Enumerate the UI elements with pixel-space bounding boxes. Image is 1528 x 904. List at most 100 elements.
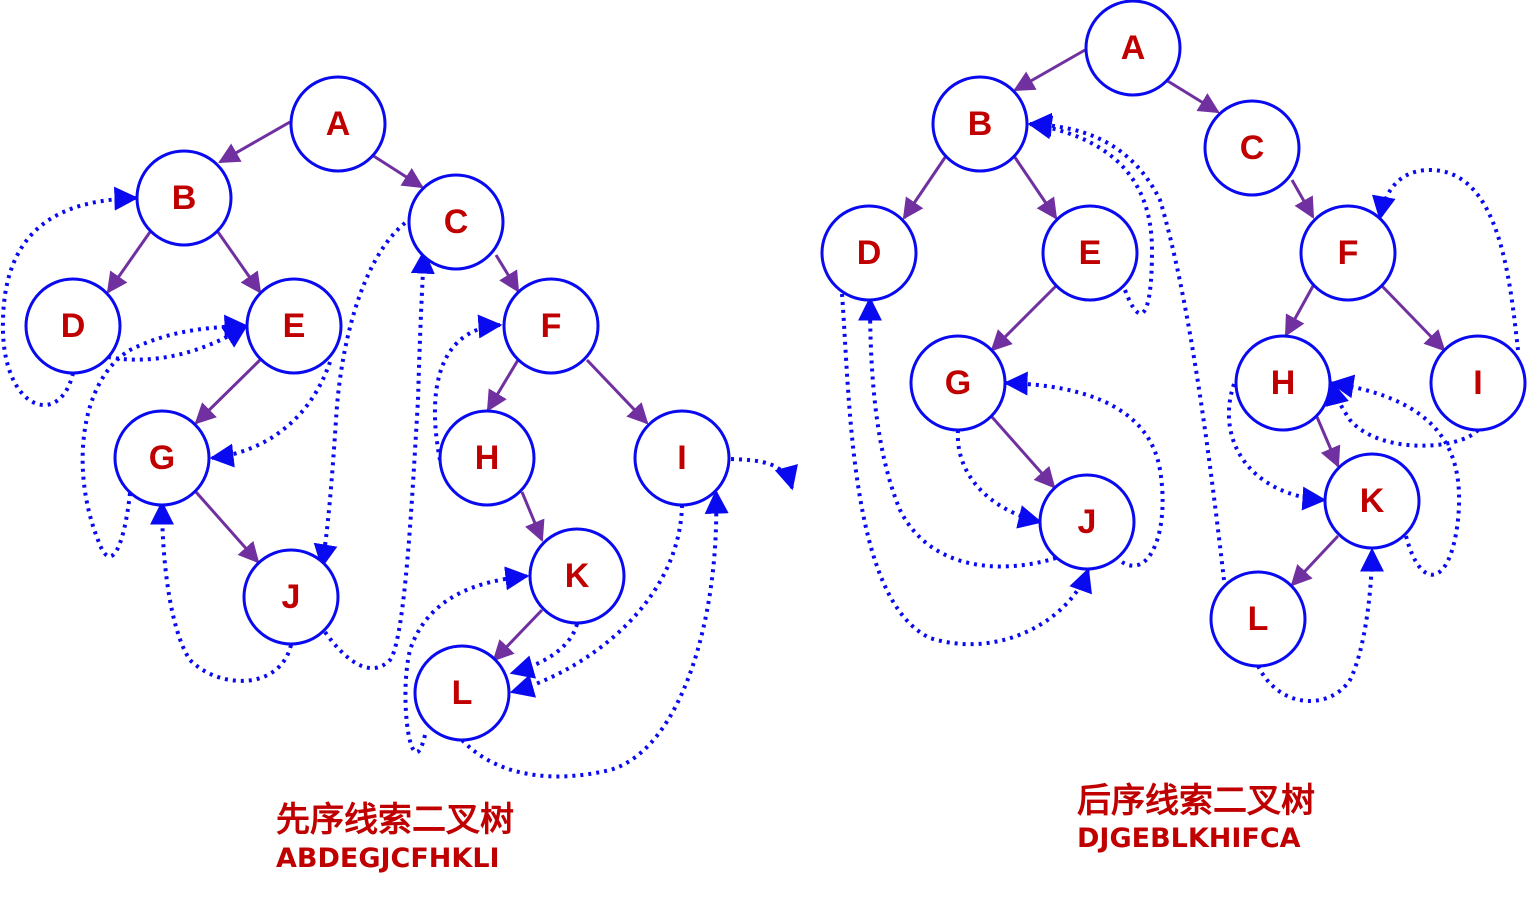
node-label: J bbox=[282, 578, 301, 616]
edge-a-b bbox=[218, 120, 291, 164]
edge-c-f bbox=[1290, 179, 1315, 219]
edge-k-l bbox=[1290, 534, 1340, 587]
left-node-f: F bbox=[502, 277, 600, 375]
left-tree-threads bbox=[0, 186, 798, 779]
right-node-j: J bbox=[1038, 473, 1136, 571]
thread-d-to-b bbox=[0, 186, 139, 407]
thread-g-to-e bbox=[80, 314, 249, 559]
left-node-h: H bbox=[438, 409, 536, 507]
right-node-b: B bbox=[931, 75, 1029, 173]
thread-c-to-j bbox=[313, 221, 407, 569]
node-label: J bbox=[1078, 503, 1097, 541]
left-caption-sequence: ABDEGJCFHKLI bbox=[276, 843, 500, 874]
edge-b-e bbox=[1012, 155, 1058, 220]
right-node-h: H bbox=[1234, 334, 1332, 432]
right-caption-sequence: DJGEBLKHIFCA bbox=[1077, 823, 1301, 854]
thread-h-to-k bbox=[1226, 383, 1327, 511]
right-node-c: C bbox=[1203, 99, 1301, 197]
node-label: C bbox=[444, 203, 469, 241]
node-label: D bbox=[61, 307, 86, 345]
node-label: K bbox=[1360, 482, 1385, 520]
left-tree-nodes: A B C D E F G H I J K L bbox=[24, 75, 731, 742]
right-node-a: A bbox=[1084, 0, 1182, 97]
thread-i-to-l bbox=[509, 504, 684, 698]
edge-c-f bbox=[494, 254, 520, 293]
node-label: E bbox=[1079, 234, 1102, 272]
node-label: G bbox=[149, 439, 175, 477]
edge-e-g bbox=[194, 358, 262, 425]
thread-j-to-d bbox=[858, 296, 1057, 569]
thread-g-to-j bbox=[955, 429, 1043, 529]
left-tree-edges bbox=[106, 120, 649, 662]
left-node-g: G bbox=[113, 409, 211, 507]
edge-h-k bbox=[1315, 416, 1341, 468]
edge-g-j bbox=[194, 491, 260, 564]
node-label: L bbox=[452, 674, 473, 712]
node-label: H bbox=[475, 439, 500, 477]
right-node-k: K bbox=[1323, 452, 1421, 550]
left-node-k: K bbox=[528, 527, 626, 625]
edge-a-b bbox=[1013, 48, 1086, 92]
edge-h-k bbox=[520, 491, 545, 542]
left-node-l: L bbox=[413, 644, 511, 742]
thread-e-to-b bbox=[1027, 115, 1155, 316]
left-node-c: C bbox=[407, 173, 505, 271]
right-node-l: L bbox=[1209, 570, 1307, 668]
node-label: L bbox=[1248, 600, 1269, 638]
edge-f-i bbox=[1380, 284, 1446, 352]
node-label: A bbox=[326, 105, 351, 143]
node-label: C bbox=[1240, 129, 1265, 167]
node-label: I bbox=[1473, 364, 1482, 402]
thread-e-to-g bbox=[209, 361, 332, 468]
left-node-b: B bbox=[135, 149, 233, 247]
thread-l-to-k bbox=[1256, 547, 1384, 703]
left-node-d: D bbox=[24, 277, 122, 375]
node-label: I bbox=[677, 439, 686, 477]
edge-b-d bbox=[902, 155, 948, 220]
thread-d-to-e bbox=[107, 324, 249, 362]
right-caption-title: 后序线索二叉树 bbox=[1077, 781, 1315, 821]
right-tree: A B C D E F G H I J K L bbox=[820, 0, 1527, 703]
thread-d-to-j bbox=[840, 293, 1092, 647]
edge-f-i bbox=[585, 358, 649, 425]
right-tree-nodes: A B C D E F G H I J K L bbox=[820, 0, 1527, 668]
node-label: G bbox=[945, 364, 971, 402]
edge-a-c bbox=[371, 153, 424, 189]
node-label: E bbox=[283, 307, 306, 345]
node-label: F bbox=[541, 307, 562, 345]
node-label: D bbox=[857, 234, 882, 272]
left-node-e: E bbox=[245, 277, 343, 375]
right-node-g: G bbox=[909, 334, 1007, 432]
thread-i-to-f bbox=[1371, 167, 1520, 351]
node-label: F bbox=[1338, 234, 1359, 272]
thread-i-to-null bbox=[730, 457, 798, 491]
node-label: A bbox=[1121, 29, 1146, 67]
right-tree-threads bbox=[840, 112, 1520, 703]
left-node-j: J bbox=[242, 548, 340, 646]
thread-j-to-c bbox=[323, 249, 435, 671]
edge-b-e bbox=[216, 231, 262, 294]
edge-b-d bbox=[106, 231, 152, 294]
edge-e-g bbox=[990, 284, 1058, 352]
thread-i-to-h bbox=[1325, 380, 1480, 448]
node-label: B bbox=[172, 179, 197, 217]
edge-f-h bbox=[1284, 285, 1315, 337]
thread-l-to-b bbox=[1027, 112, 1226, 581]
edge-k-l bbox=[492, 608, 544, 662]
edge-g-j bbox=[990, 416, 1056, 489]
right-node-e: E bbox=[1041, 204, 1139, 302]
thread-k-to-h bbox=[1329, 374, 1462, 577]
left-tree: A B C D E F G H I J K L bbox=[0, 75, 798, 779]
edge-f-h bbox=[486, 359, 520, 412]
node-label: H bbox=[1271, 364, 1296, 402]
left-node-i: I bbox=[633, 409, 731, 507]
node-label: B bbox=[968, 105, 993, 143]
thread-h-to-f bbox=[432, 314, 503, 461]
left-caption-title: 先序线索二叉树 bbox=[276, 800, 514, 840]
right-node-f: F bbox=[1299, 204, 1397, 302]
right-node-i: I bbox=[1429, 334, 1527, 432]
thread-k-to-l bbox=[509, 623, 579, 679]
left-node-a: A bbox=[289, 75, 387, 173]
right-tree-edges bbox=[902, 48, 1446, 587]
